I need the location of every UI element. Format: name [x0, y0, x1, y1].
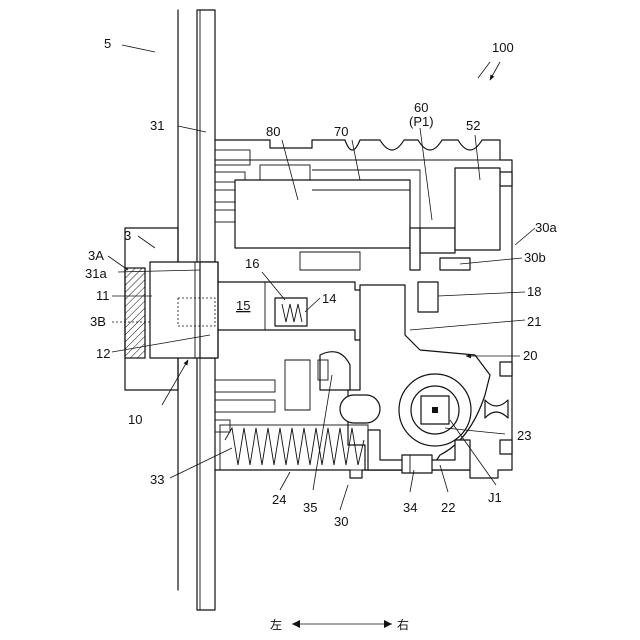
part-52 — [455, 168, 500, 250]
label-12: 12 — [96, 346, 110, 361]
label-14: 14 — [322, 291, 336, 306]
label-31a: 31a — [85, 266, 107, 281]
direction-indicator: 左 右 — [270, 617, 409, 632]
label-10: 10 — [128, 412, 142, 427]
label-3B: 3B — [90, 314, 106, 329]
label-20: 20 — [523, 348, 537, 363]
label-J1: J1 — [488, 490, 502, 505]
label-21: 21 — [527, 314, 541, 329]
label-3: 3 — [124, 228, 131, 243]
label-100: 100 — [492, 40, 514, 55]
label-3A: 3A — [88, 248, 104, 263]
spring-24 — [220, 425, 368, 470]
label-31: 31 — [150, 118, 164, 133]
label-5: 5 — [104, 36, 111, 51]
label-33: 33 — [150, 472, 164, 487]
motor-80 — [235, 165, 410, 248]
label-30b: 30b — [524, 250, 546, 265]
label-34: 34 — [403, 500, 417, 515]
label-80: 80 — [266, 124, 280, 139]
label-52: 52 — [466, 118, 480, 133]
direction-left-label: 左 — [270, 617, 282, 632]
block-18 — [418, 282, 438, 312]
label-70: 70 — [334, 124, 348, 139]
direction-right-label: 右 — [397, 617, 409, 632]
label-15: 15 — [236, 298, 250, 313]
cam-23 — [399, 374, 471, 446]
label-11: 11 — [96, 288, 110, 303]
label-24: 24 — [272, 492, 286, 507]
label-23: 23 — [517, 428, 531, 443]
label-18: 18 — [527, 284, 541, 299]
label-30a: 30a — [535, 220, 557, 235]
label-35: 35 — [303, 500, 317, 515]
label-60: 60 — [414, 100, 428, 115]
label-30: 30 — [334, 514, 348, 529]
label-16: 16 — [245, 256, 259, 271]
label-22: 22 — [441, 500, 455, 515]
label-P1: (P1) — [409, 114, 434, 129]
